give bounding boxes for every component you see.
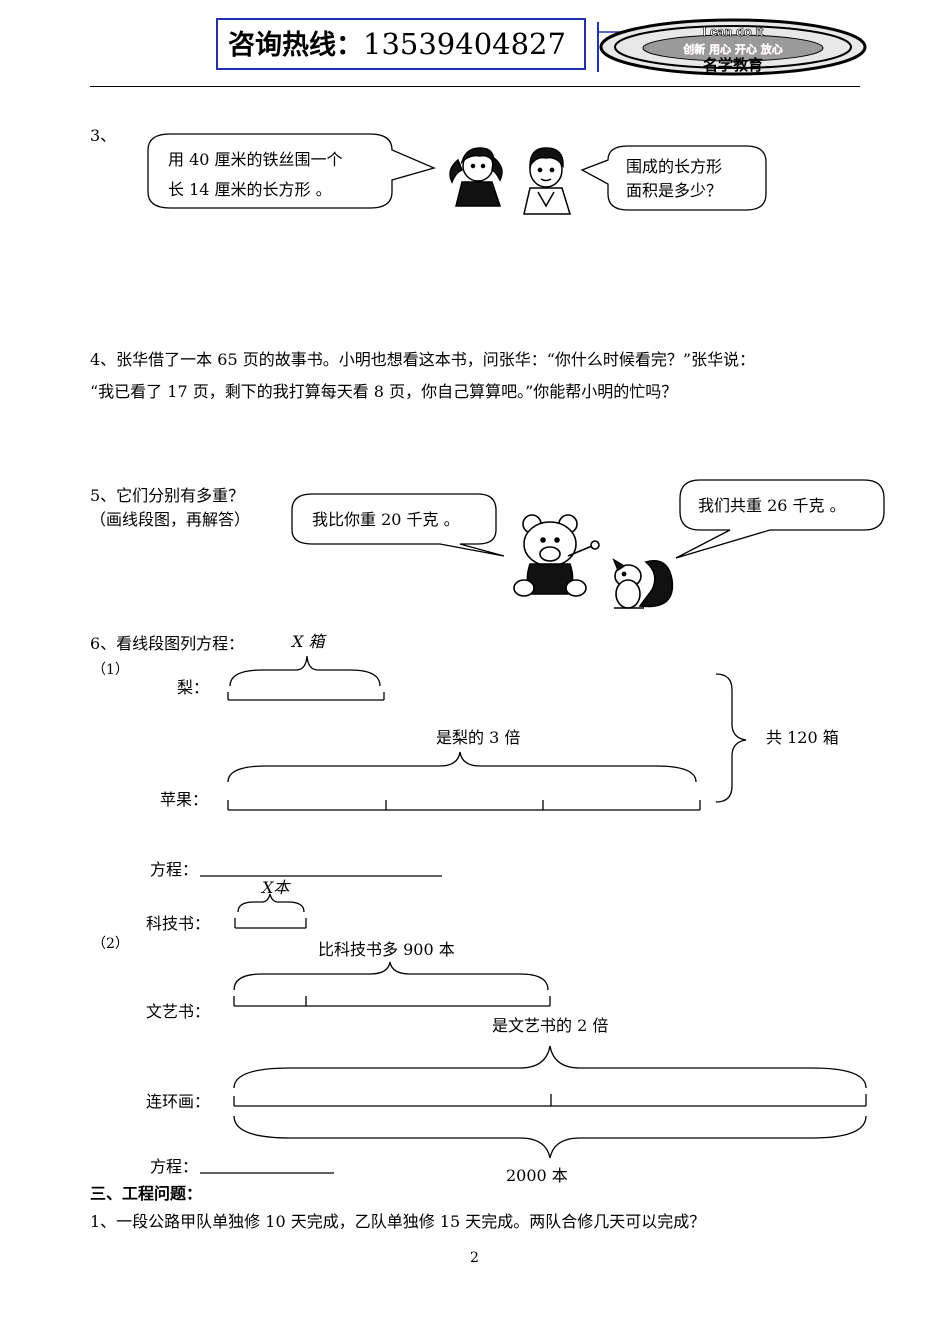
q6-2-label: （2） [92,936,129,952]
q6-1-total-label: 共 120 箱 [766,728,839,747]
q6-1-equation-label: 方程： [150,860,199,879]
q3-bubble-left [147,133,436,209]
section3-q1: 1、一段公路甲队单独修 10 天完成，乙队单独修 15 天完成。两队合修几天可以… [90,1212,706,1231]
q5-bubble-squirrel [675,479,885,559]
q6-part1-diagram [200,655,747,877]
q6-1-x-label: X 箱 [292,632,325,651]
q6-2-equation-label: 方程： [150,1157,199,1176]
bear-figure-icon [513,514,600,597]
q6-1-apple-label: 苹果： [160,790,209,809]
q5-bubble-bear-text: 我比你重 20 千克 。 [312,510,460,529]
q6-2-comic-label: 连环画： [146,1092,211,1111]
header-divider [90,86,860,87]
hotline-label: 咨询热线： [228,30,363,61]
q6-2-more-label: 比科技书多 900 本 [318,940,455,959]
q6-1-label: （1） [92,662,129,678]
q6-2-literature-label: 文艺书： [146,1002,211,1021]
q6-2-total-label: 2000 本 [506,1166,568,1185]
logo-emblem [597,18,867,76]
q6-title: 6、看线段图列方程： [90,634,245,653]
q5-hint: （画线段图，再解答） [90,510,251,529]
q6-part2-diagram [200,893,867,1174]
q6-1-times-label: 是梨的 3 倍 [436,728,521,747]
q3-bubble-left-line1: 用 40 厘米的铁丝围一个 [168,150,343,169]
q3-bubble-right-line2: 面积是多少？ [626,181,723,200]
q3-number: 3、 [90,126,117,145]
q5-title: 5、它们分别有多重？ [90,486,245,505]
logo-bottom-text: 名学教育 [703,56,763,74]
boy-figure-icon [523,147,572,215]
q6-1-pear-label: 梨： [177,678,210,697]
hotline-number: 13539404827 [363,27,566,61]
q5-bubble-squirrel-text: 我们共重 26 千克 。 [698,496,846,515]
section3-title: 三、工程问题： [90,1184,203,1203]
hotline-box: 咨询热线：13539404827 [216,18,586,70]
squirrel-figure-icon [612,558,674,609]
q3-bubble-left-line2: 长 14 厘米的长方形 。 [168,180,332,199]
logo-top-text: I can do it [703,24,764,39]
q6-2-x-label: X本 [262,878,290,897]
logo-middle-text: 创新 用心 开心 放心 [682,42,783,56]
q4-line2: “我已看了 17 页，剩下的我打算每天看 8 页，你自己算算吧。”你能帮小明的忙… [90,382,678,401]
q6-2-science-label: 科技书： [146,914,211,933]
q3-bubble-right-line1: 围成的长方形 [626,157,723,176]
q3-bubble-right [580,145,767,211]
q6-2-double-label: 是文艺书的 2 倍 [492,1016,609,1035]
page-number: 2 [470,1250,479,1266]
girl-figure-icon [449,147,503,207]
q5-bubble-bear [291,493,505,557]
q4-line1: 4、张华借了一本 65 页的故事书。小明也想看这本书，问张华：“你什么时候看完？… [90,350,756,369]
